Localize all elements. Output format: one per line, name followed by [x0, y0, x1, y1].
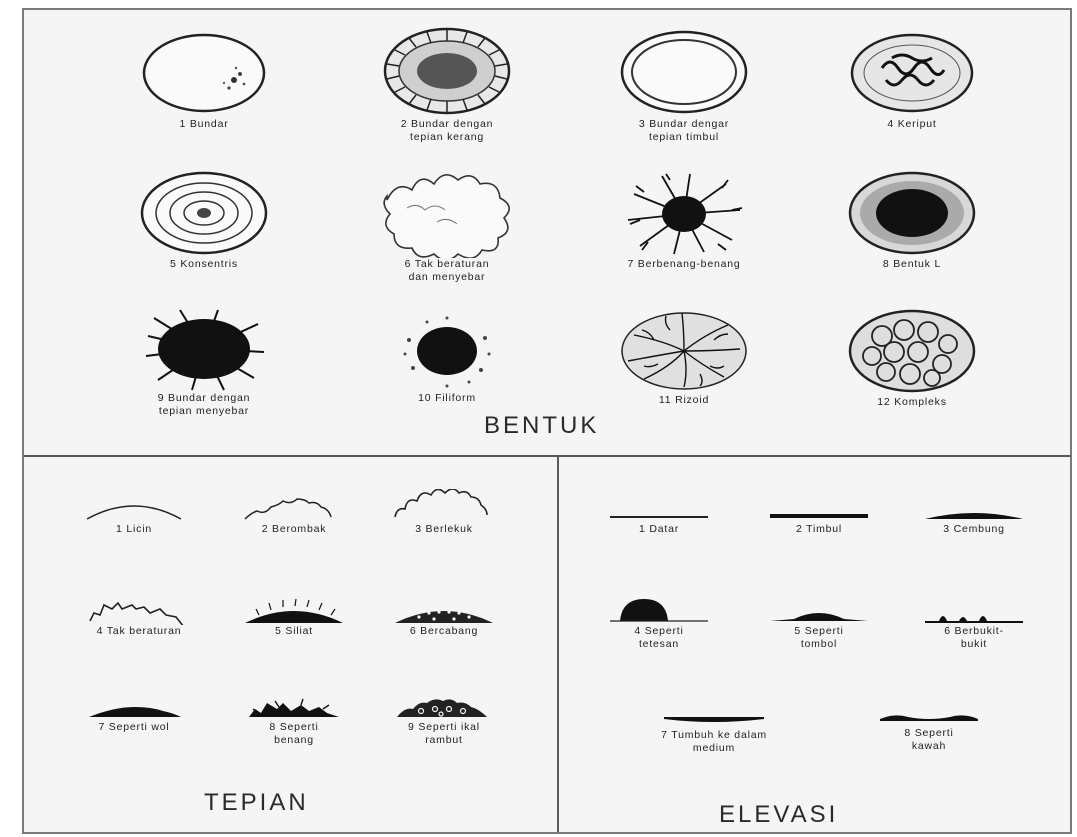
bentuk-item-11: 11 Rizoid — [599, 308, 769, 407]
bentuk-label-11: 11 Rizoid — [599, 394, 769, 407]
undulate-edge-icon — [239, 493, 349, 523]
threadlike-edge-icon — [239, 693, 349, 721]
umbonate-elevation-icon — [764, 601, 874, 625]
tepian-label-7: 7 Seperti wol — [64, 721, 204, 734]
tepian-item-3: 3 Berlekuk — [374, 489, 514, 536]
branching-edge-icon — [389, 595, 499, 625]
tepian-item-6: 6 Bercabang — [374, 595, 514, 638]
ciliate-edge-icon — [239, 595, 349, 625]
filiform-colony-icon — [387, 310, 507, 392]
tepian-item-7: 7 Seperti wol — [64, 695, 204, 734]
bentuk-label-6: 6 Tak beraturan dan menyebar — [362, 258, 532, 284]
bentuk-item-6: 6 Tak beraturan dan menyebar — [362, 160, 532, 284]
elevasi-item-6: 6 Berbukit- bukit — [904, 601, 1044, 651]
elevasi-item-5: 5 Seperti tombol — [749, 601, 889, 651]
tepian-label-8: 8 Seperti benang — [224, 721, 364, 747]
hilly-elevation-icon — [919, 601, 1029, 625]
tepian-label-2: 2 Berombak — [224, 523, 364, 536]
bentuk-item-4: 4 Keriput — [832, 28, 992, 131]
bentuk-label-5: 5 Konsentris — [124, 258, 284, 271]
woolly-edge-icon — [79, 695, 189, 721]
tepian-title: TEPIAN — [204, 789, 309, 817]
elevasi-label-5: 5 Seperti tombol — [749, 625, 889, 651]
elevasi-item-4: 4 Seperti tetesan — [589, 595, 729, 651]
tepian-label-1: 1 Licin — [64, 523, 204, 536]
tepian-item-5: 5 Siliat — [224, 595, 364, 638]
flat-elevation-icon — [604, 501, 714, 523]
tepian-item-2: 2 Berombak — [224, 493, 364, 536]
tepian-label-6: 6 Bercabang — [374, 625, 514, 638]
elevasi-item-3: 3 Cembung — [904, 501, 1044, 536]
complex-colony-icon — [842, 306, 982, 396]
curled-hair-edge-icon — [389, 693, 499, 721]
bentuk-label-1: 1 Bundar — [124, 118, 284, 131]
tepian-label-9: 9 Seperti ikal rambut — [374, 721, 514, 747]
tepian-label-3: 3 Berlekuk — [374, 523, 514, 536]
elevasi-item-2: 2 Timbul — [749, 501, 889, 536]
bentuk-label-2: 2 Bundar dengan tepian kerang — [362, 118, 532, 144]
elevasi-title: ELEVASI — [719, 801, 838, 829]
elevasi-label-7: 7 Tumbuh ke dalam medium — [619, 729, 809, 755]
irregular-spreading-colony-icon — [367, 160, 527, 258]
spreading-edge-colony-icon — [134, 306, 274, 392]
scalloped-colony-icon — [377, 24, 517, 118]
elevasi-label-8: 8 Seperti kawah — [839, 727, 1019, 753]
bentuk-label-4: 4 Keriput — [832, 118, 992, 131]
bentuk-item-5: 5 Konsentris — [124, 168, 284, 271]
elevasi-label-3: 3 Cembung — [904, 523, 1044, 536]
tepian-item-9: 9 Seperti ikal rambut — [374, 693, 514, 747]
bentuk-item-3: 3 Bundar dengar tepian timbul — [599, 26, 769, 144]
tepian-panel: 1 Licin 2 Berombak 3 Berlekuk 4 Tak bera… — [24, 455, 559, 832]
elevasi-label-6: 6 Berbukit- bukit — [904, 625, 1044, 651]
tepian-item-8: 8 Seperti benang — [224, 693, 364, 747]
drop-like-elevation-icon — [604, 595, 714, 625]
bentuk-label-3: 3 Bundar dengar tepian timbul — [599, 118, 769, 144]
elevasi-label-2: 2 Timbul — [749, 523, 889, 536]
elevasi-item-8: 8 Seperti kawah — [839, 707, 1019, 753]
elevasi-label-1: 1 Datar — [589, 523, 729, 536]
elevasi-item-1: 1 Datar — [589, 501, 729, 536]
bentuk-item-2: 2 Bundar dengan tepian kerang — [362, 24, 532, 144]
filamentous-colony-icon — [614, 170, 754, 258]
tepian-label-4: 4 Tak beraturan — [64, 625, 214, 638]
elevasi-label-4: 4 Seperti tetesan — [589, 625, 729, 651]
irregular-edge-icon — [84, 595, 194, 625]
bentuk-item-1: 1 Bundar — [124, 28, 284, 131]
convex-elevation-icon — [919, 501, 1029, 523]
bentuk-item-9: 9 Bundar dengan tepian menyebar — [124, 306, 284, 418]
ingrowing-elevation-icon — [654, 709, 774, 729]
elevasi-item-7: 7 Tumbuh ke dalam medium — [619, 709, 809, 755]
bentuk-panel: 1 Bundar 2 Bundar dengan tepian kerang — [24, 10, 1070, 457]
wrinkled-colony-icon — [842, 28, 982, 118]
concentric-colony-icon — [134, 168, 274, 258]
bentuk-item-10: 10 Filiform — [362, 310, 532, 405]
tepian-item-1: 1 Licin — [64, 493, 204, 536]
bentuk-title: BENTUK — [484, 412, 599, 440]
bentuk-item-12: 12 Kompleks — [832, 306, 992, 409]
circular-colony-icon — [134, 28, 274, 118]
bentuk-label-8: 8 Bentuk L — [832, 258, 992, 271]
lobate-edge-icon — [389, 489, 499, 523]
raised-elevation-icon — [764, 501, 874, 523]
bentuk-label-12: 12 Kompleks — [832, 396, 992, 409]
tepian-label-5: 5 Siliat — [224, 625, 364, 638]
crateriform-elevation-icon — [874, 707, 984, 727]
colony-morphology-chart: 1 Bundar 2 Bundar dengan tepian kerang — [22, 8, 1072, 834]
smooth-edge-icon — [79, 493, 189, 523]
bentuk-label-7: 7 Berbenang-benang — [599, 258, 769, 271]
l-form-colony-icon — [842, 168, 982, 258]
elevasi-panel: 1 Datar 2 Timbul 3 Cembung 4 Seperti tet… — [559, 455, 1070, 832]
bentuk-label-10: 10 Filiform — [362, 392, 532, 405]
rhizoid-colony-icon — [614, 308, 754, 394]
bentuk-item-8: 8 Bentuk L — [832, 168, 992, 271]
bentuk-label-9: 9 Bundar dengan tepian menyebar — [124, 392, 284, 418]
raised-margin-colony-icon — [614, 26, 754, 118]
tepian-item-4: 4 Tak beraturan — [64, 595, 214, 638]
bentuk-item-7: 7 Berbenang-benang — [599, 170, 769, 271]
